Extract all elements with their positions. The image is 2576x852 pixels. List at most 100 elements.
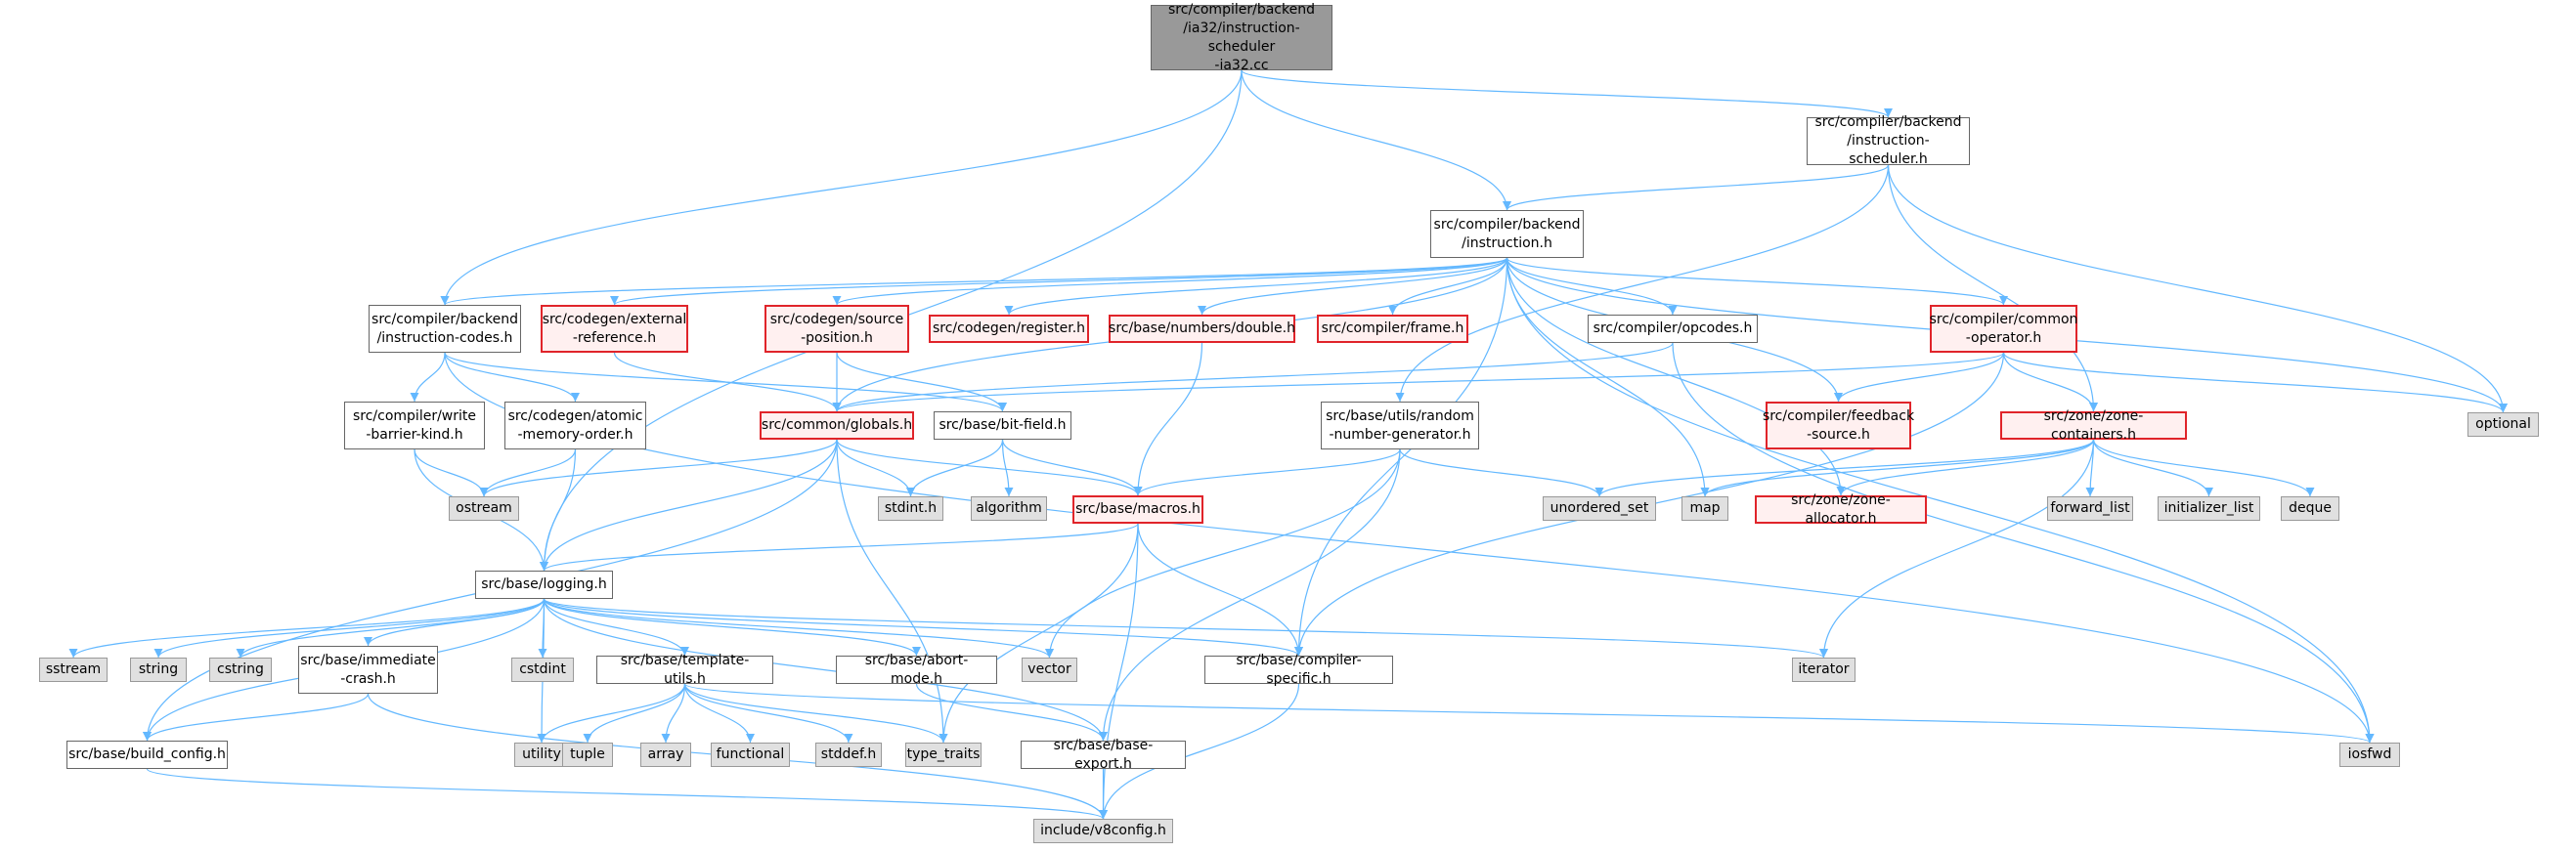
node-double-h[interactable]: src/base/numbers/double.h <box>1109 315 1295 343</box>
edge-cspec-to-v8config <box>1099 683 1300 820</box>
node-string: string <box>130 658 187 682</box>
edge-bitfield-to-stdint <box>906 439 1004 497</box>
node-tuple: tuple <box>562 743 613 767</box>
edge-icodes-to-amo <box>444 352 580 403</box>
node-template-utils-h[interactable]: src/base/template-utils.h <box>596 653 773 687</box>
edge-macros-to-v8config <box>1099 523 1139 820</box>
node-sstream: sstream <box>39 658 108 682</box>
edge-opcodes-to-iosfwd <box>1672 342 2375 744</box>
node-bit-field-h[interactable]: src/base/bit-field.h <box>934 411 1071 440</box>
edge-tutils-to-array <box>661 683 686 744</box>
node-instruction-scheduler-h[interactable]: src/compiler/backend /instruction-schedu… <box>1807 114 1970 167</box>
node-build-config-h[interactable]: src/base/build_config.h <box>66 741 228 769</box>
edge-isched-to-rng <box>1395 164 1890 403</box>
edge-instr-to-iosfwd <box>1506 257 2375 744</box>
edge-zc-to-deque <box>2092 439 2315 497</box>
edge-rng-to-vector <box>1045 448 1401 659</box>
edge-rng-to-baseexport <box>1099 448 1401 742</box>
node-map: map <box>1681 496 1728 521</box>
edge-tutils-to-tuple <box>583 683 686 744</box>
edge-logging-to-vector <box>543 598 1054 659</box>
node-logging-h[interactable]: src/base/logging.h <box>475 571 613 599</box>
edge-globals-to-logging <box>540 439 838 572</box>
edge-zc-to-map <box>1700 439 2095 497</box>
edge-macros-to-logging <box>540 523 1139 572</box>
node-unordered-set: unordered_set <box>1543 496 1656 521</box>
edge-instr-to-srcpos <box>832 257 1508 306</box>
node-atomic-memory-order-h[interactable]: src/codegen/atomic -memory-order.h <box>504 402 646 449</box>
node-instruction-scheduler-ia32-cc: src/compiler/backend /ia32/instruction-s… <box>1151 2 1332 73</box>
node-common-operator-h[interactable]: src/compiler/common -operator.h <box>1930 305 2077 353</box>
edge-opcodes-to-globals <box>832 342 1674 412</box>
node-instruction-codes-h[interactable]: src/compiler/backend /instruction-codes.… <box>369 305 521 353</box>
edge-instr-to-cop <box>1506 257 2008 306</box>
edge-zc-to-iterator <box>1819 439 2095 659</box>
edge-rng-to-macros <box>1133 448 1401 496</box>
node-cstdint: cstdint <box>511 658 574 682</box>
edge-extref-to-globals <box>613 352 842 412</box>
edge-instr-to-register <box>1004 257 1508 316</box>
edge-icodes-to-wbk <box>410 352 446 403</box>
node-optional: optional <box>2467 412 2539 437</box>
node-abort-mode-h[interactable]: src/base/abort-mode.h <box>836 653 997 687</box>
node-zone-allocator-h[interactable]: src/zone/zone-allocator.h <box>1755 492 1927 527</box>
edge-cop-to-feedback <box>1834 352 2005 403</box>
edge-tutils-to-iosfwd <box>683 683 2374 744</box>
node-utility: utility <box>514 743 569 767</box>
node-algorithm: algorithm <box>971 496 1047 521</box>
node-external-reference-h[interactable]: src/codegen/external -reference.h <box>541 305 688 353</box>
node-opcodes-h[interactable]: src/compiler/opcodes.h <box>1588 315 1758 343</box>
node-ostream: ostream <box>449 496 519 521</box>
edge-zc-to-za <box>1836 439 2095 496</box>
edge-root-to-icodes <box>440 69 1243 306</box>
edge-cop-to-zc <box>2002 352 2098 412</box>
edge-instr-to-icodes <box>440 257 1508 306</box>
node-register-h[interactable]: src/codegen/register.h <box>929 315 1089 343</box>
edge-globals-to-ostream <box>479 439 838 497</box>
node-array: array <box>640 743 691 767</box>
node-feedback-source-h[interactable]: src/compiler/feedback -source.h <box>1763 402 1914 449</box>
edge-logging-to-abort <box>543 598 921 657</box>
edge-bitfield-to-algorithm <box>1001 439 1014 497</box>
edge-instr-to-za <box>1506 257 1846 496</box>
edge-isched-to-zc <box>1887 164 2098 412</box>
edge-isched-to-optional <box>1887 164 2508 413</box>
node-write-barrier-kind-h[interactable]: src/compiler/write -barrier-kind.h <box>344 402 485 449</box>
edge-bitfield-to-macros <box>1001 439 1143 496</box>
node-source-position-h[interactable]: src/codegen/source -position.h <box>764 305 909 353</box>
edge-logging-to-baseexport <box>543 598 1108 742</box>
node-macros-h[interactable]: src/base/macros.h <box>1072 495 1203 524</box>
edge-instr-to-cspec <box>1294 257 1508 657</box>
node-immediate-crash-h[interactable]: src/base/immediate -crash.h <box>298 646 438 694</box>
node-random-number-generator-h[interactable]: src/base/utils/random -number-generator.… <box>1321 402 1479 449</box>
edge-root-to-instr <box>1241 69 1511 211</box>
node-v8config-h: include/v8config.h <box>1033 819 1173 843</box>
edge-tutils-to-utility <box>537 683 686 744</box>
node-compiler-specific-h[interactable]: src/base/compiler-specific.h <box>1204 653 1393 687</box>
edge-cop-to-optional <box>2002 352 2508 413</box>
node-frame-h[interactable]: src/compiler/frame.h <box>1317 315 1468 343</box>
node-cstring: cstring <box>209 658 272 682</box>
edge-double-to-macros <box>1133 342 1203 496</box>
edge-immcrash-to-buildcfg <box>143 693 370 742</box>
node-type-traits: type_traits <box>905 743 982 767</box>
edge-logging-to-cspec <box>543 598 1303 657</box>
node-stddef-h: stddef.h <box>815 743 882 767</box>
edge-wbk-to-ostream <box>414 448 489 497</box>
node-base-export-h[interactable]: src/base/base-export.h <box>1021 738 1186 772</box>
edge-macros-to-cspec <box>1137 523 1303 657</box>
edge-globals-to-typetraits <box>836 439 948 744</box>
edge-tutils-to-functional <box>683 683 755 744</box>
edge-instr-to-frame <box>1388 257 1508 316</box>
edge-logging-to-tutils <box>543 598 689 657</box>
edge-instr-to-extref <box>610 257 1508 306</box>
node-zone-containers-h[interactable]: src/zone/zone-containers.h <box>2000 408 2187 443</box>
node-iosfwd: iosfwd <box>2339 743 2400 767</box>
edge-tutils-to-typetraits <box>683 683 948 744</box>
node-globals-h[interactable]: src/common/globals.h <box>760 411 914 440</box>
node-iterator: iterator <box>1792 658 1856 682</box>
edge-isched-to-instr <box>1503 164 1890 211</box>
node-initializer-list: initializer_list <box>2158 496 2260 521</box>
node-instruction-h[interactable]: src/compiler/backend /instruction.h <box>1430 210 1584 258</box>
node-forward-list: forward_list <box>2047 496 2133 521</box>
